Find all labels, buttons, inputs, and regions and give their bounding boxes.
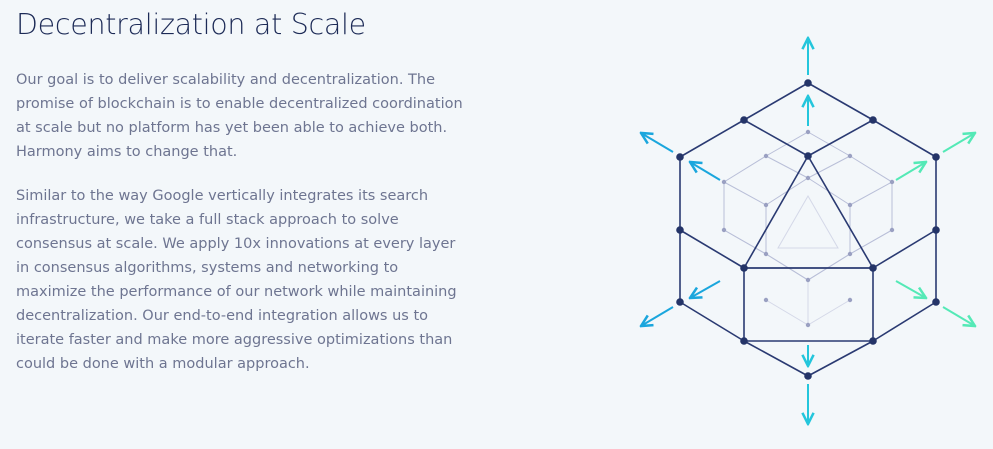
inner-lattice bbox=[723, 131, 893, 326]
approach-paragraph: Similar to the way Google vertically int… bbox=[16, 188, 457, 372]
outer-frame bbox=[679, 82, 937, 377]
page-title: Decentralization at Scale bbox=[16, 8, 366, 41]
inner-nodes bbox=[721, 129, 895, 328]
expansion-arrows bbox=[641, 38, 975, 424]
outer-nodes bbox=[676, 79, 940, 380]
expanding-network-hexagon-icon bbox=[630, 28, 990, 428]
intro-paragraph: Our goal is to deliver scalability and d… bbox=[16, 72, 463, 160]
